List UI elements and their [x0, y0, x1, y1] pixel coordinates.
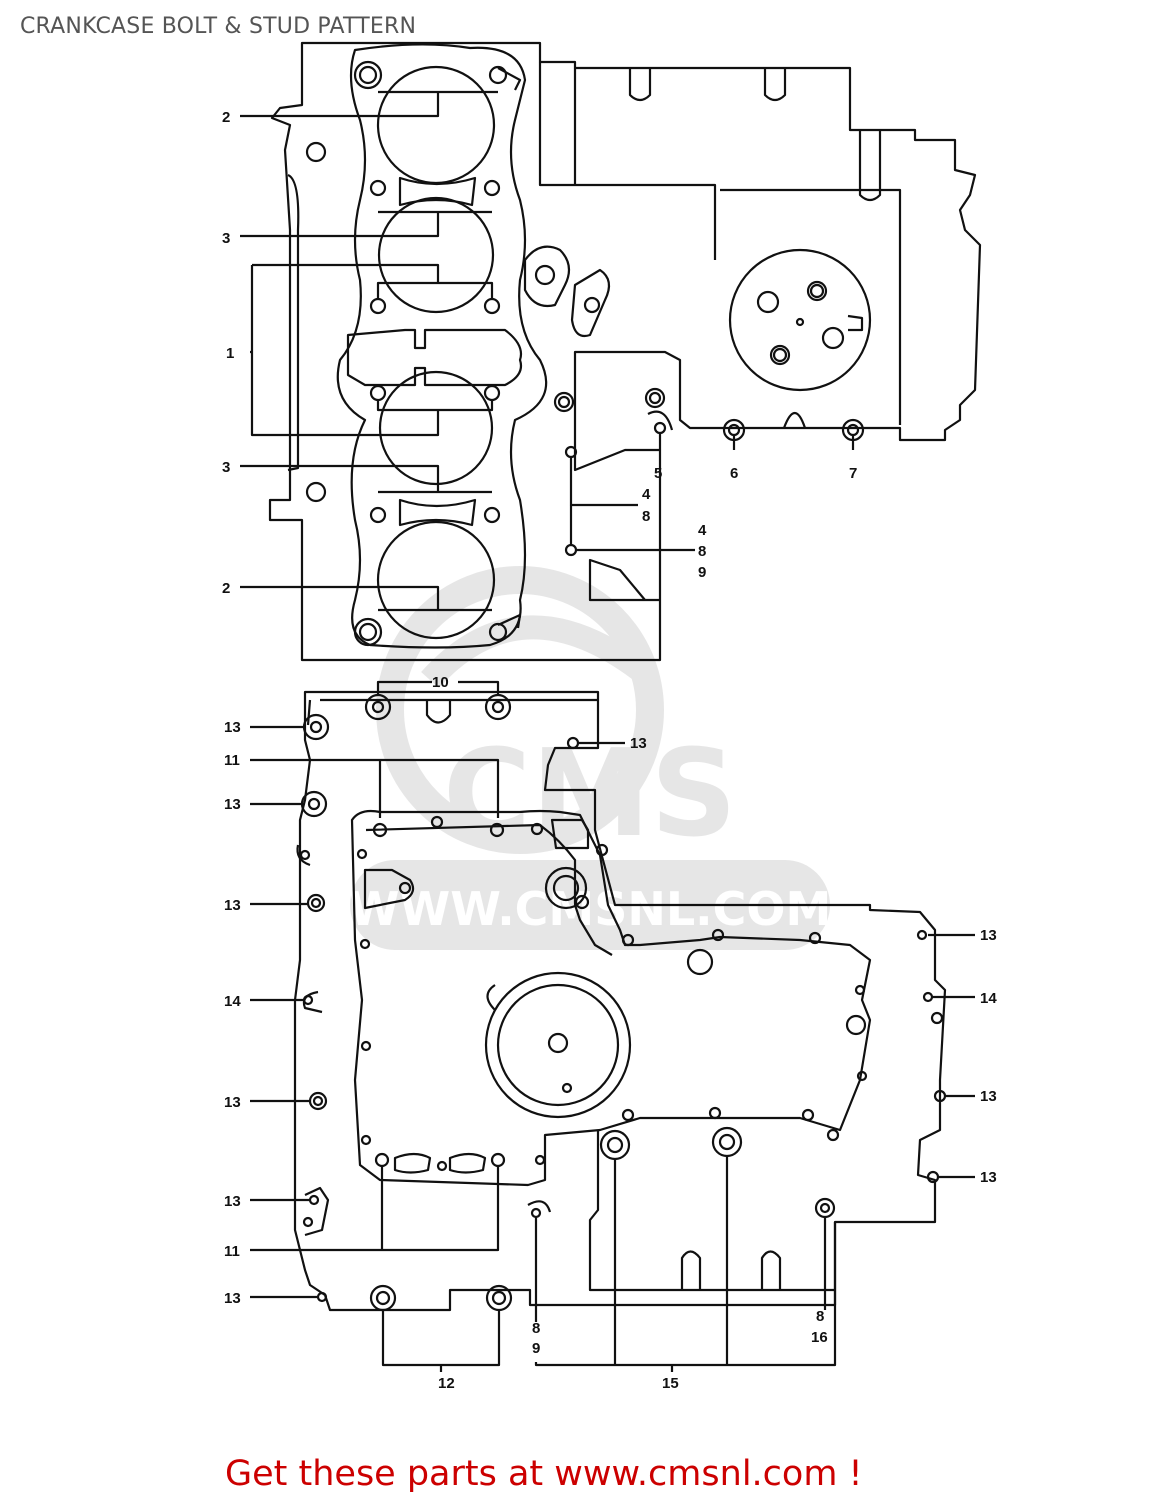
callout-13: 13 — [630, 735, 647, 752]
watermark-url-text: WWW.CMSNL.COM — [349, 882, 832, 936]
callout-13: 13 — [224, 897, 241, 914]
callout-2: 2 — [222, 109, 230, 126]
callout-11: 11 — [224, 1243, 240, 1260]
callout-13: 13 — [224, 1193, 241, 1210]
callout-9: 9 — [532, 1340, 540, 1357]
callout-8: 8 — [816, 1308, 824, 1325]
callout-15: 15 — [662, 1375, 679, 1392]
upper-callouts: 2 3 1 3 2 5 6 7 4 8 4 8 9 — [222, 109, 857, 597]
callout-11: 11 — [224, 752, 240, 769]
callout-14: 14 — [224, 993, 241, 1010]
callout-13: 13 — [980, 927, 997, 944]
callout-9: 9 — [698, 564, 706, 581]
lower-callouts: 10 13 13 11 13 13 13 14 14 13 13 13 13 1… — [224, 674, 997, 1392]
lower-crankcase — [250, 680, 975, 1372]
callout-4: 4 — [642, 486, 651, 503]
callout-4: 4 — [698, 522, 707, 539]
shop-link-banner[interactable]: Get these parts at www.cmsnl.com ! — [225, 1454, 863, 1494]
callout-13: 13 — [980, 1088, 997, 1105]
callout-8: 8 — [642, 508, 650, 525]
callout-13: 13 — [224, 1290, 241, 1307]
callout-10: 10 — [432, 674, 449, 691]
callout-1: 1 — [226, 345, 234, 362]
shop-link[interactable]: Get these parts at www.cmsnl.com ! — [225, 1454, 863, 1494]
diagram-title: CRANKCASE BOLT & STUD PATTERN — [20, 14, 417, 39]
callout-13: 13 — [224, 719, 241, 736]
callout-14: 14 — [980, 990, 997, 1007]
callout-16: 16 — [811, 1329, 828, 1346]
callout-13: 13 — [980, 1169, 997, 1186]
callout-13: 13 — [224, 796, 241, 813]
callout-3: 3 — [222, 230, 230, 247]
callout-6: 6 — [730, 465, 738, 482]
callout-7: 7 — [849, 465, 857, 482]
callout-3: 3 — [222, 459, 230, 476]
callout-5: 5 — [654, 465, 662, 482]
callout-12: 12 — [438, 1375, 455, 1392]
callout-8: 8 — [698, 543, 706, 560]
callout-2: 2 — [222, 580, 230, 597]
cms-watermark-logo: CMS WWW.CMSNL.COM — [349, 566, 832, 950]
callout-13: 13 — [224, 1094, 241, 1111]
upper-crankcase — [240, 41, 982, 662]
callout-8: 8 — [532, 1320, 540, 1337]
